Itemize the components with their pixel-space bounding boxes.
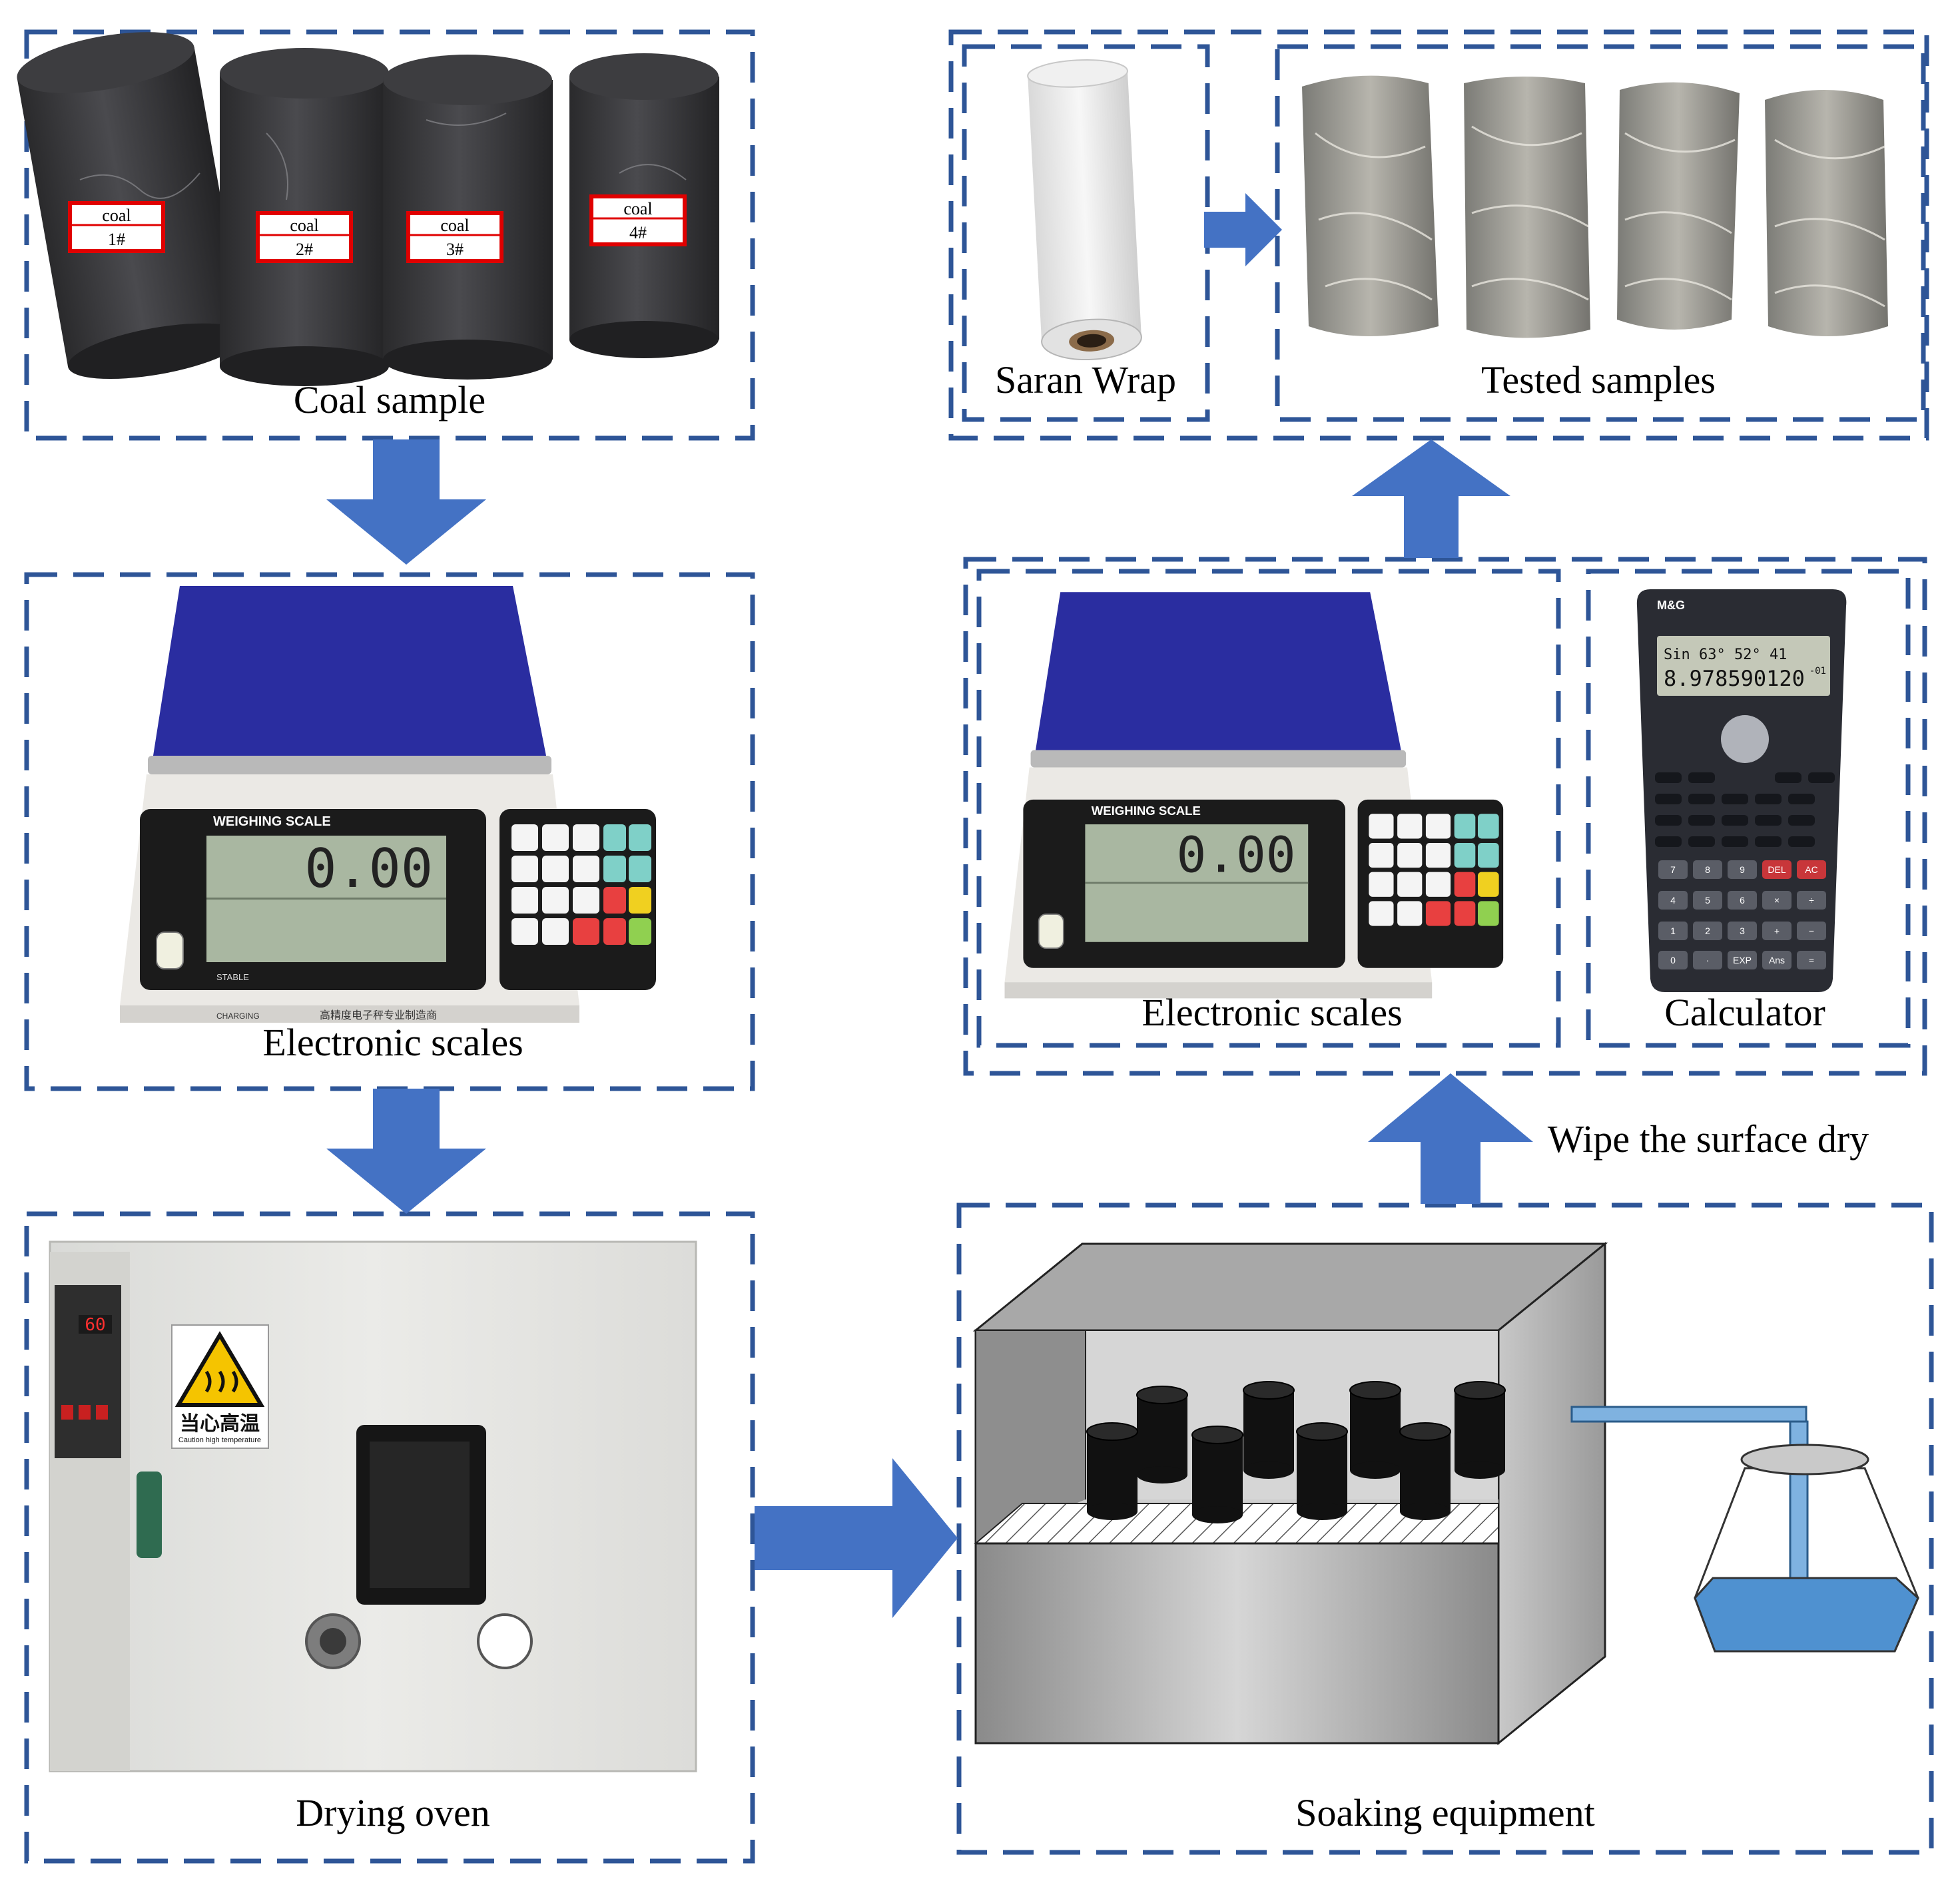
scale-1-brand: WEIGHING SCALE <box>213 814 331 829</box>
calculator-display-line2: 8.978590120 <box>1664 666 1805 691</box>
drying-oven-caption: Drying oven <box>296 1791 490 1834</box>
electronic-scale-1: WEIGHING SCALE 0.00 STABLE CHARGING 高精度电… <box>120 586 656 1023</box>
wrapped-sample-1 <box>1302 75 1439 337</box>
coal-sample-caption: Coal sample <box>294 378 486 421</box>
soak-cylinder <box>1349 1381 1401 1479</box>
soak-cylinder <box>1454 1381 1506 1479</box>
scale-2-brand: WEIGHING SCALE <box>1092 804 1201 818</box>
beaker-water <box>1694 1577 1919 1653</box>
soaking-tank <box>972 1241 1608 1746</box>
coal-label-3-number: 3# <box>446 240 464 259</box>
tested-samples <box>1302 75 1888 338</box>
calc-key: · <box>1706 955 1710 965</box>
arrow-right-oven-to-soak <box>755 1458 958 1618</box>
soak-cylinder <box>1399 1422 1451 1521</box>
scale-1-maker-label: 高精度电子秤专业制造商 <box>320 1009 437 1021</box>
calculator-caption: Calculator <box>1664 991 1825 1034</box>
coal-label-3: coal 3# <box>406 211 503 263</box>
calc-key: EXP <box>1733 955 1752 965</box>
soak-cylinder <box>1243 1381 1295 1479</box>
calc-key: 1 <box>1670 926 1676 936</box>
soaking-equipment-frame <box>956 1203 1934 1855</box>
soak-cylinder <box>1136 1386 1188 1484</box>
calc-key: 2 <box>1705 926 1710 936</box>
wrapped-sample-2 <box>1464 77 1590 338</box>
coal-label-1-number: 1# <box>108 230 125 249</box>
saran-wrap-caption: Saran Wrap <box>995 358 1176 402</box>
calc-key: + <box>1774 926 1780 936</box>
coal-label-2-top: coal <box>290 216 318 235</box>
soaking-equipment-caption: Soaking equipment <box>1295 1791 1594 1834</box>
soak-cylinder <box>1191 1426 1243 1524</box>
flow-arrows <box>326 193 1533 1618</box>
arrow-down-2 <box>326 1089 486 1214</box>
weighing-group-frame <box>963 557 1927 1076</box>
calc-key: AC <box>1805 864 1817 875</box>
oven-warning-en: Caution high temperature <box>178 1436 261 1444</box>
calc-key: DEL <box>1768 864 1786 875</box>
calc-key: 6 <box>1740 895 1745 906</box>
wrap-group-frame <box>948 29 1929 441</box>
scale-2-reading: 0.00 <box>1176 826 1295 884</box>
calc-key: 5 <box>1705 895 1710 906</box>
oven-warning-sign: 当心高温 Caution high temperature <box>171 1324 269 1449</box>
calc-key: 7 <box>1670 864 1676 875</box>
calc-key: − <box>1809 926 1814 936</box>
calculator: M&G Sin 63° 52° 41 8.978590120 -01 7 8 9… <box>1636 589 1847 992</box>
coal-label-3-top: coal <box>440 216 469 235</box>
saran-wrap-roll <box>1027 59 1142 361</box>
calc-key: ÷ <box>1809 895 1814 906</box>
soak-cylinder <box>1086 1422 1138 1521</box>
calc-key: × <box>1774 895 1780 906</box>
calculator-display-exp: -01 <box>1809 666 1826 676</box>
calc-key: 0 <box>1670 955 1676 965</box>
coal-label-2: coal 2# <box>256 211 353 263</box>
scale-1-reading: 0.00 <box>304 838 433 900</box>
arrow-up-wipe <box>1368 1073 1533 1204</box>
coal-label-2-number: 2# <box>296 240 313 259</box>
arrow-right-wrap <box>1204 193 1282 266</box>
calc-key: = <box>1809 955 1814 965</box>
electronic-scales-frame-2 <box>976 569 1561 1048</box>
coal-cylinder-2 <box>220 48 390 386</box>
calc-key: 3 <box>1740 926 1745 936</box>
coal-label-4: coal 4# <box>589 194 687 246</box>
calc-key: Ans <box>1769 955 1785 965</box>
scale-1-charging-label: CHARGING <box>216 1011 260 1021</box>
wrapped-sample-3 <box>1617 82 1740 330</box>
calculator-display-line1: Sin 63° 52° 41 <box>1664 647 1787 663</box>
arrow-down-1 <box>326 439 486 565</box>
coal-label-4-number: 4# <box>629 223 647 242</box>
oven-temp-readout: 60 <box>85 1315 105 1335</box>
coal-label-4-top: coal <box>623 199 652 218</box>
arrow-up-weigh-to-wrap <box>1352 439 1510 558</box>
water-supply <box>1570 1406 1919 1653</box>
coal-label-1: coal 1# <box>68 201 165 253</box>
calculator-brand: M&G <box>1657 599 1685 612</box>
oven-warning-cn: 当心高温 <box>180 1412 260 1436</box>
drying-oven-frame <box>24 1211 755 1864</box>
wipe-surface-label: Wipe the surface dry <box>1548 1117 1869 1161</box>
electronic-scale-2: WEIGHING SCALE 0.00 <box>1004 592 1504 999</box>
scale-1-stable-label: STABLE <box>216 972 249 982</box>
calc-key: 9 <box>1740 864 1745 875</box>
tested-samples-caption: Tested samples <box>1481 358 1716 402</box>
soak-cylinder <box>1296 1422 1348 1521</box>
coal-label-1-top: coal <box>102 206 131 225</box>
calc-key: 8 <box>1705 864 1710 875</box>
calculator-frame <box>1586 569 1911 1048</box>
electronic-scales-caption-1: Electronic scales <box>262 1021 523 1064</box>
beaker-lid <box>1740 1444 1869 1476</box>
calc-key: 4 <box>1670 895 1676 906</box>
drying-oven: 60 当心高温 Caution high temperature <box>49 1240 697 1772</box>
electronic-scales-caption-2: Electronic scales <box>1142 991 1402 1034</box>
coal-sample-frame <box>24 29 755 441</box>
